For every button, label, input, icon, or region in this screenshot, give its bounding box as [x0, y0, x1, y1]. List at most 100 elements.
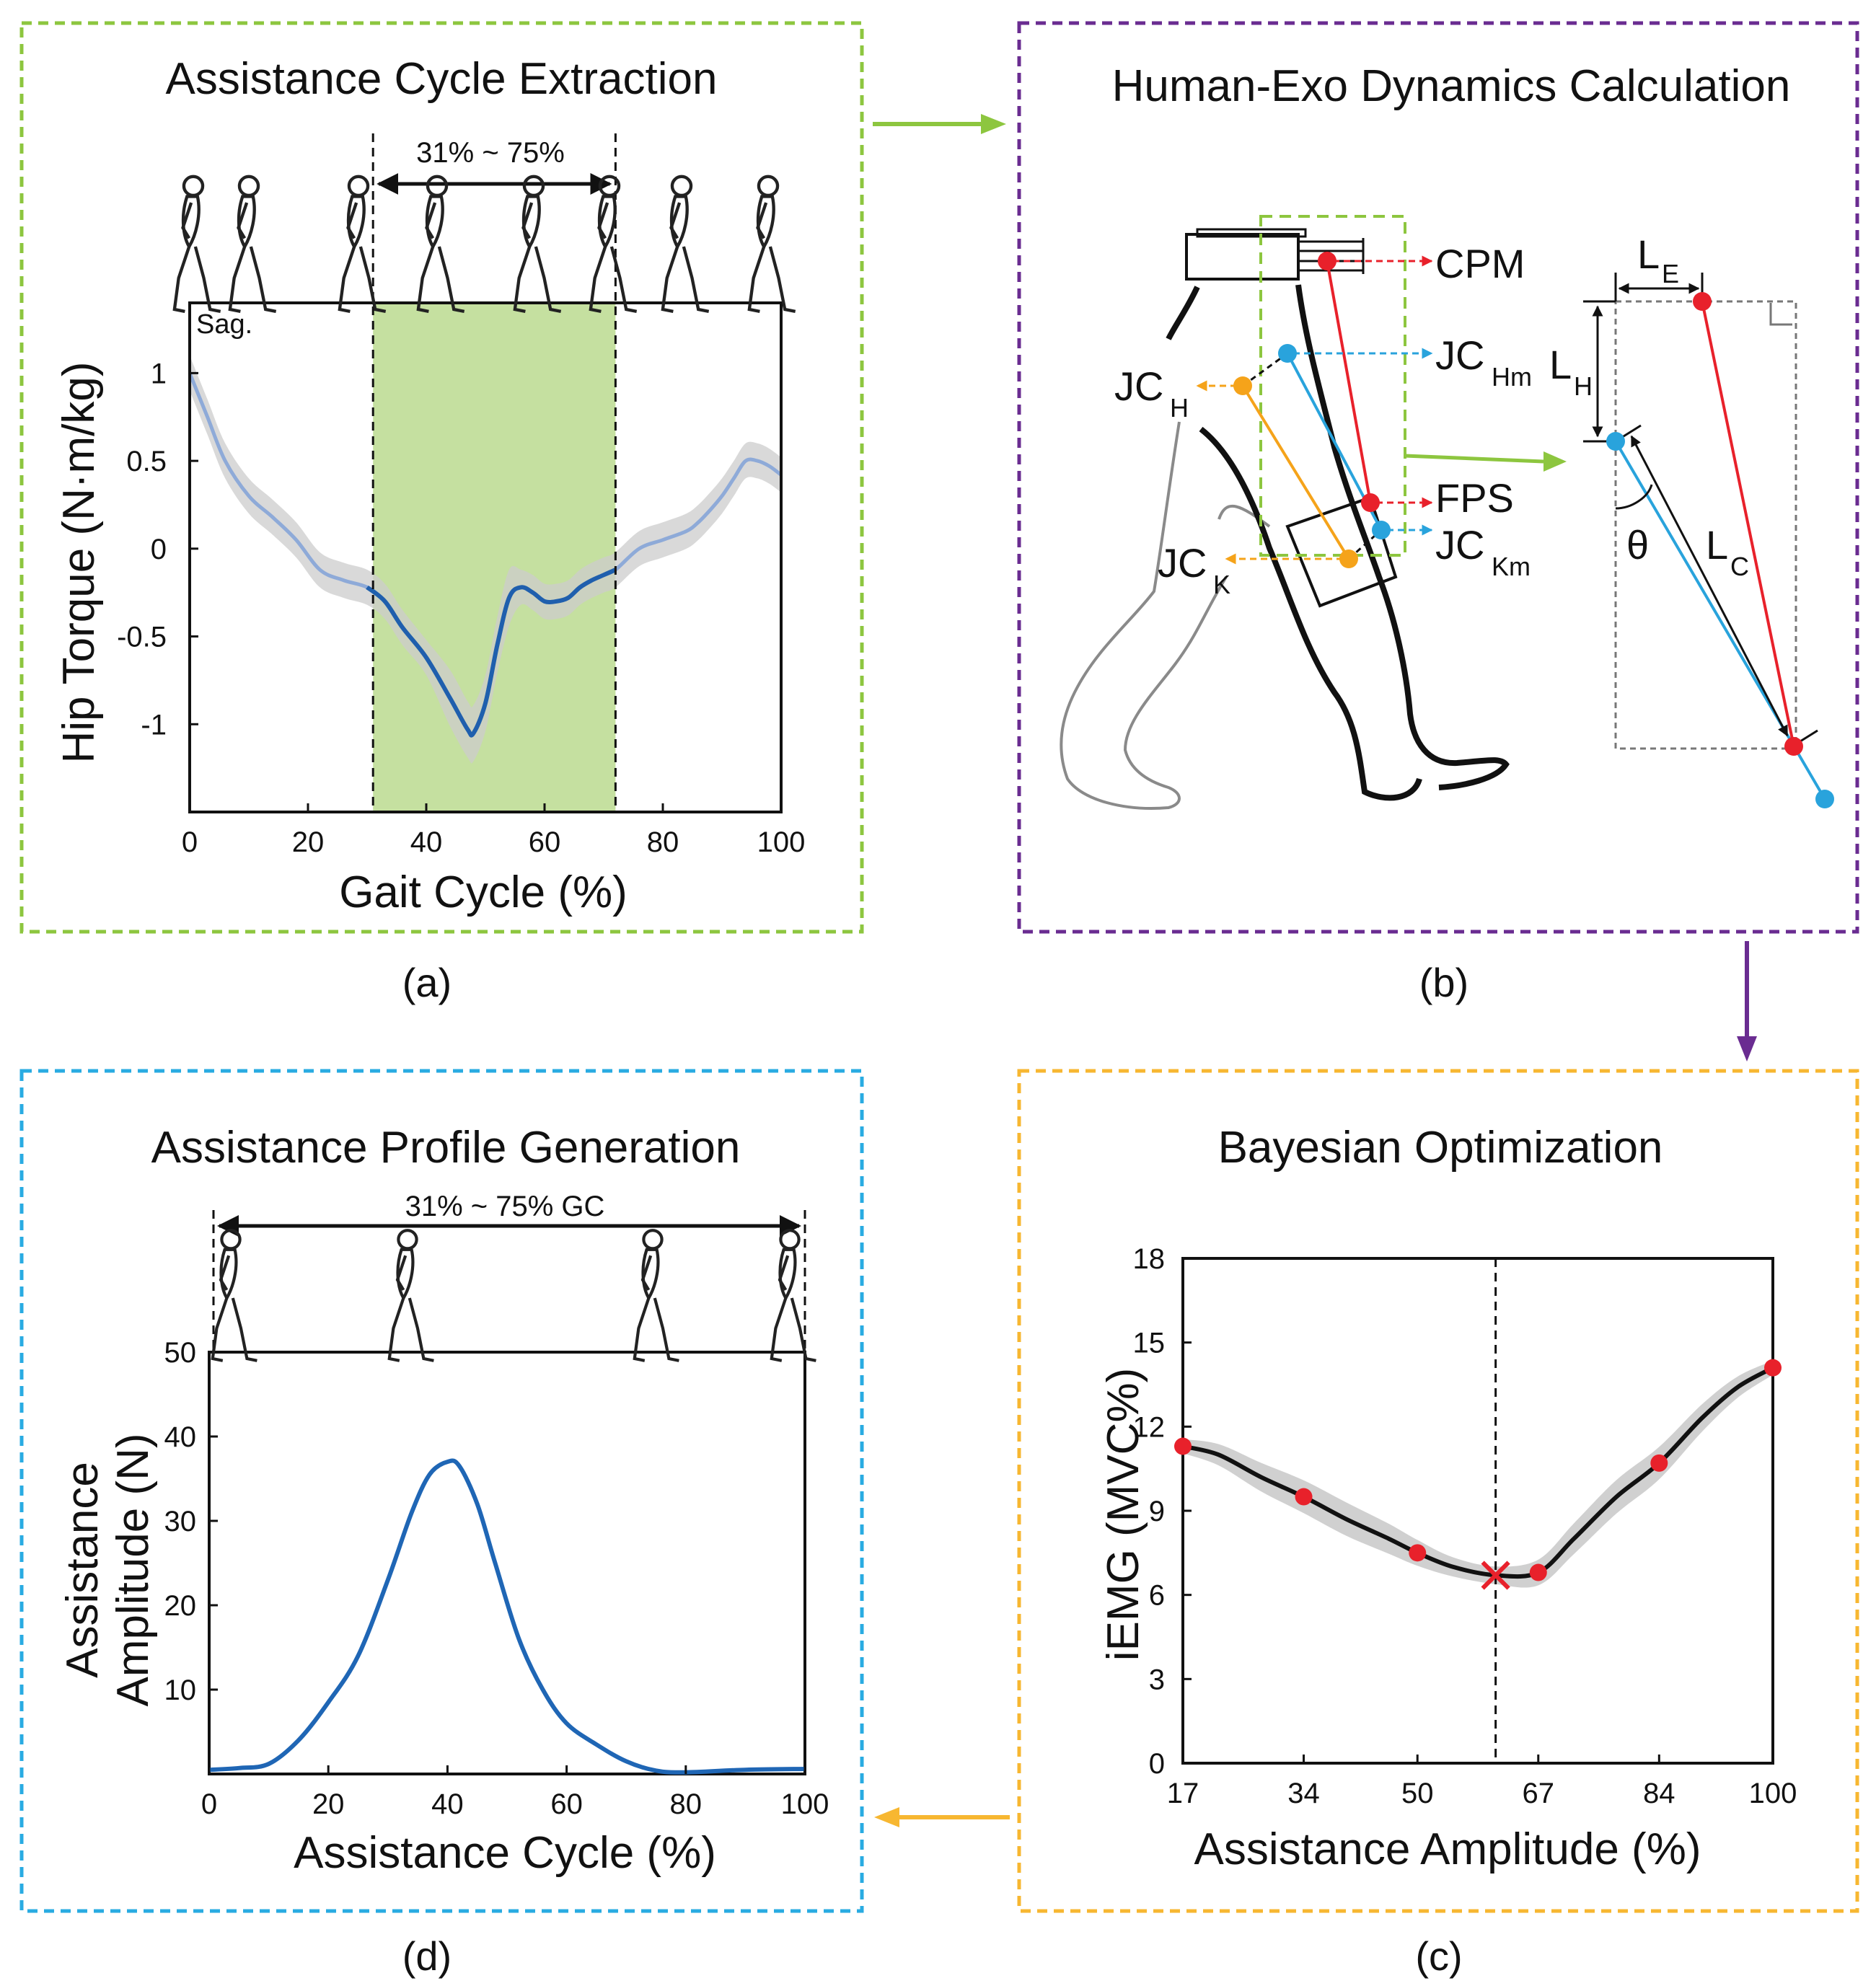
chart-d-ytick-label: 30: [164, 1506, 197, 1537]
cpm-label: CPM: [1435, 241, 1525, 286]
svg-text:JC: JC: [1158, 540, 1207, 586]
svg-text:H: H: [1574, 371, 1593, 401]
chart-c-ytick-label: 9: [1149, 1496, 1165, 1527]
panel-b-frame: [1017, 21, 1859, 934]
flow-arrow-c-to-d: [874, 1807, 1010, 1827]
flow-arrow-b-to-c: [1737, 941, 1757, 1062]
chart-a-line-dark: [366, 568, 617, 738]
jckm-label: JC Km: [1435, 522, 1531, 581]
walker-icon-a-3: [340, 177, 386, 312]
panel-c-frame: [1017, 1069, 1859, 1913]
back-leg-outline: [1060, 421, 1228, 810]
jch-point: [1233, 376, 1252, 395]
panel-a-title: Assistance Cycle Extraction: [166, 54, 718, 104]
walker-icon-a-7: [663, 177, 709, 312]
cpm-to-fps-red: [1326, 260, 1372, 503]
flow-arrow-a-to-b: [873, 114, 1006, 134]
chart-c-sample-point: [1295, 1488, 1313, 1506]
lh-label: L H: [1549, 342, 1593, 401]
chart-d-ylabel-text: Assistance: [58, 1462, 107, 1678]
chart-c-ytick-label: 6: [1149, 1580, 1165, 1612]
chart-c-xtick-label: 84: [1643, 1778, 1675, 1809]
front-leg-back-outline: [1166, 286, 1200, 340]
chart-d-xlabel: Assistance Cycle (%): [294, 1828, 716, 1878]
chart-a-xtick-label: 80: [647, 826, 679, 858]
chart-c-optimum-cross-b: [1481, 1561, 1510, 1590]
theta-arc: [1615, 484, 1653, 510]
diagram-b: CPM FPS JC Hm JC Km JC H JC K: [1060, 215, 1834, 810]
chart-d-walkers: [213, 1230, 816, 1361]
geometry-bottom-red-point: [1784, 737, 1803, 756]
chart-c-ylabel: iEMG (MVC%): [1098, 1368, 1148, 1661]
chart-a-xlabel: Gait Cycle (%): [339, 868, 627, 917]
panel-a-caption: (a): [402, 960, 452, 1005]
chart-c-ytick-label: 18: [1133, 1243, 1166, 1275]
panel-b-caption: (b): [1419, 960, 1468, 1005]
chart-c-sample-point: [1764, 1359, 1782, 1377]
walker-icon-a-1: [175, 177, 221, 312]
chart-c-optimum-marker: [1481, 1561, 1510, 1590]
walker-icon-d-1: [213, 1230, 257, 1361]
chart-d-ytick-label: 50: [164, 1337, 197, 1369]
chart-d-line: [208, 1458, 806, 1775]
svg-text:L: L: [1706, 522, 1728, 568]
chart-c-sample-point: [1409, 1544, 1427, 1562]
exo-actuator-box: [1185, 233, 1300, 281]
front-leg-thigh-back: [1199, 426, 1422, 801]
chart-d-ylabel-text-2: Amplitude (N): [108, 1434, 158, 1707]
svg-text:JC: JC: [1435, 332, 1484, 378]
jckm-point: [1372, 521, 1391, 539]
front-leg-thigh-front: [1295, 284, 1510, 790]
lc-label: L C: [1706, 522, 1749, 581]
chart-a-xtick-label: 60: [529, 826, 561, 858]
walker-icon-a-4: [418, 177, 464, 312]
chart-c-axes-box: [1181, 1257, 1774, 1765]
chart-c-sample-point: [1529, 1563, 1547, 1581]
jchm-label: JC Hm: [1435, 332, 1532, 392]
chart-c-xtick-label: 67: [1523, 1778, 1555, 1809]
chart-a-xtick-label: 20: [292, 826, 325, 858]
jch-label: JC H: [1114, 363, 1189, 423]
walker-icon-d-2: [389, 1230, 434, 1361]
panel-c-title: Bayesian Optimization: [1218, 1123, 1663, 1173]
chart-c-xtick-label: 34: [1287, 1778, 1320, 1809]
chart-d-range-label: 31% ~ 75% GC: [405, 1191, 605, 1222]
svg-text:C: C: [1730, 552, 1749, 581]
panel-d-caption: (d): [402, 1933, 452, 1979]
svg-text:L: L: [1549, 342, 1572, 387]
chart-c-xtick-label: 17: [1167, 1778, 1199, 1809]
exo-knee-cuff: [1285, 495, 1398, 608]
chart-d-ytick-label: 10: [164, 1674, 197, 1706]
le-label: L E: [1637, 231, 1679, 288]
chart-a-ytick-label: -1: [141, 709, 167, 741]
cpm-point: [1318, 252, 1336, 270]
right-angle-mark: [1769, 303, 1792, 326]
walker-icon-a-2: [230, 177, 276, 312]
svg-text:E: E: [1662, 259, 1679, 288]
panel-d-title: Assistance Profile Generation: [151, 1123, 741, 1173]
jck-point: [1339, 550, 1358, 568]
chart-a-walkers: [175, 177, 796, 312]
chart-a-ylabel: Hip Torque (N·m/kg): [54, 361, 104, 763]
walker-icon-d-3: [635, 1230, 679, 1361]
chart-d-xtick-label: 40: [431, 1788, 464, 1820]
walker-icon-a-6: [591, 177, 637, 312]
geometry-top-red-point: [1693, 292, 1712, 311]
chart-c-ytick-label: 3: [1149, 1664, 1165, 1695]
chart-d-xtick-label: 20: [312, 1788, 345, 1820]
chart-a-range-label: 31% ~ 75%: [416, 137, 565, 169]
chart-c-line: [1182, 1366, 1774, 1579]
chart-a-ytick-label: 1: [151, 358, 167, 389]
svg-text:H: H: [1170, 393, 1189, 423]
chart-a-stance-highlight: [373, 303, 616, 812]
chart-c-xtick-label: 50: [1401, 1778, 1434, 1809]
chart-c-sample-point: [1174, 1437, 1192, 1455]
svg-text:JC: JC: [1435, 522, 1484, 568]
panel-c-caption: (c): [1415, 1933, 1462, 1979]
chart-a-band: [190, 356, 781, 764]
chart-a-corner-label: Sag.: [196, 309, 252, 340]
svg-text:Hm: Hm: [1492, 362, 1532, 392]
fps-point: [1361, 493, 1380, 512]
